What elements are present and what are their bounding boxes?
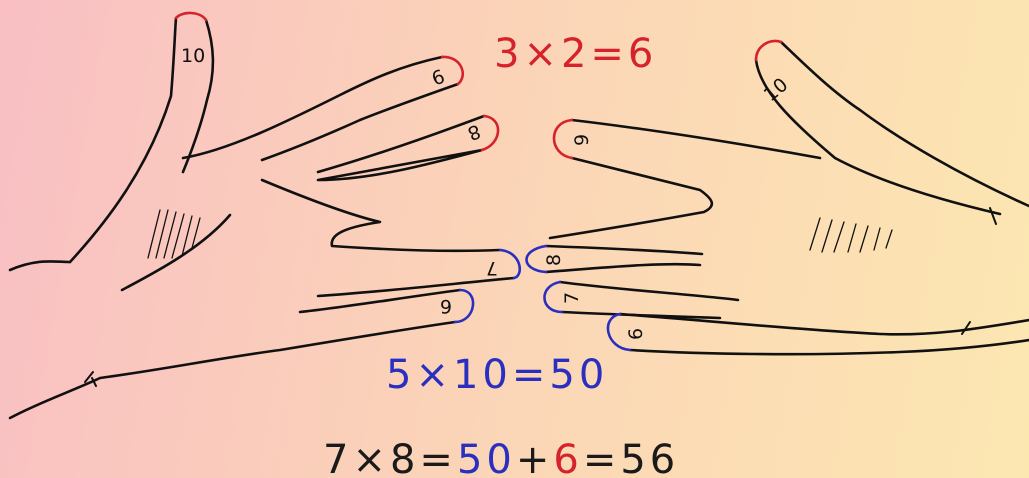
left-thumb-label: 10 xyxy=(181,45,205,67)
equation-result: =56 xyxy=(582,437,680,478)
left-middle-tip xyxy=(480,114,500,152)
right-index-label: 9 xyxy=(571,134,593,146)
right-little-label: 6 xyxy=(625,328,647,340)
left-hand xyxy=(8,11,522,420)
right-middle-outline xyxy=(544,244,704,274)
right-ring-tip xyxy=(543,280,564,314)
left-ring-label: 7 xyxy=(486,257,498,279)
units-product-equation: 3×2=6 xyxy=(494,31,658,77)
equation-plus: + xyxy=(515,437,554,478)
left-little-label: 6 xyxy=(440,295,452,317)
equation-tens-part: 50 xyxy=(456,437,516,478)
tens-sum-equation: 5×10=50 xyxy=(386,352,609,398)
right-little-outline xyxy=(618,312,1029,356)
left-index-label: 9 xyxy=(428,64,447,89)
final-product-equation: 7×8=50+6=56 xyxy=(323,440,679,478)
left-little-tip xyxy=(453,288,475,324)
right-little-tip xyxy=(606,312,632,352)
equation-lhs: 7×8= xyxy=(323,437,457,478)
right-index-outline xyxy=(548,118,822,240)
left-ring-tip xyxy=(498,248,522,280)
right-ring-outline xyxy=(558,280,740,320)
left-thumb-outline xyxy=(68,16,215,264)
left-little-outline xyxy=(8,288,462,420)
left-middle-label: 8 xyxy=(465,120,484,145)
left-middle-outline xyxy=(316,114,486,182)
left-index-tip xyxy=(440,55,464,86)
equation-units-part: 6 xyxy=(553,437,583,478)
right-hand xyxy=(525,39,1029,356)
right-middle-label: 8 xyxy=(543,254,565,266)
right-thumb-label: 10 xyxy=(760,74,793,106)
right-index-tip xyxy=(552,118,574,160)
left-hand-back xyxy=(8,213,232,292)
left-ring-outline xyxy=(260,178,516,298)
right-thumb-tip xyxy=(754,39,783,62)
left-index-outline xyxy=(181,55,460,162)
left-thumb-tip xyxy=(174,11,208,22)
right-ring-label: 7 xyxy=(561,292,583,304)
right-middle-tip xyxy=(525,244,548,274)
right-thumb-outline xyxy=(754,40,1029,216)
